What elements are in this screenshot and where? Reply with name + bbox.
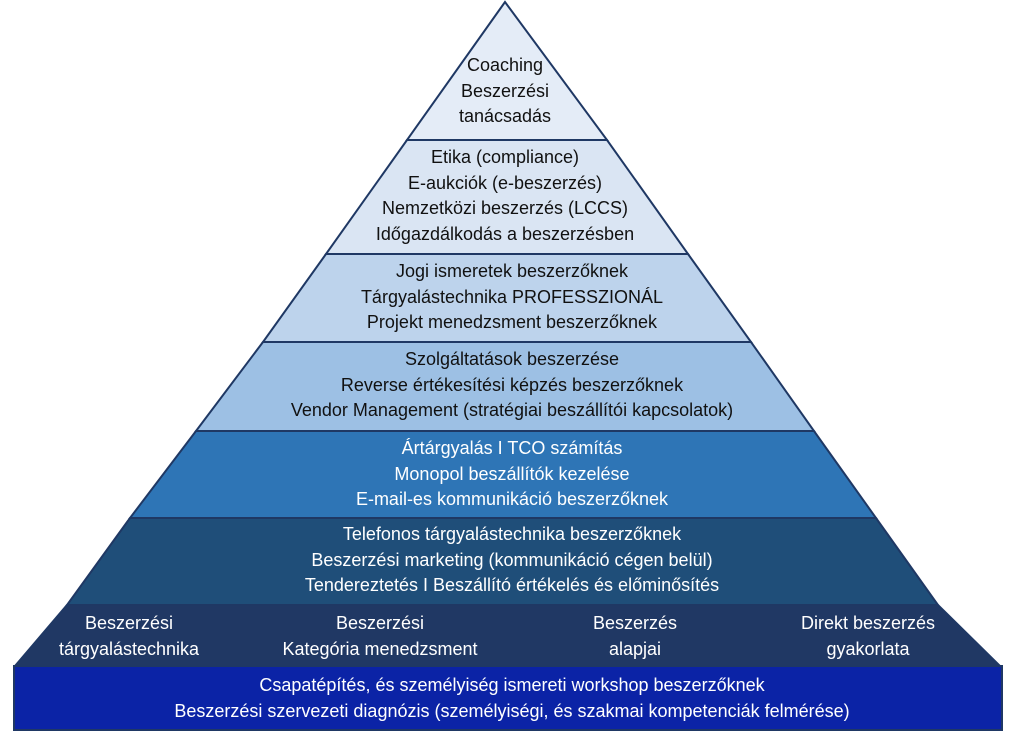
level-6-line-1: Telefonos tárgyalástechnika beszerzőknek	[342, 524, 682, 544]
level-7-column-1: Beszerzési tárgyalástechnika	[29, 610, 229, 662]
level-7-column-4-line-1: Direkt beszerzés	[800, 613, 936, 633]
level-1-line-1: Coaching	[466, 55, 544, 75]
level-3-line-1: Jogi ismeretek beszerzőknek	[395, 261, 629, 281]
level-5-line-2: Monopol beszállítók kezelése	[394, 463, 630, 484]
level-7-column-4-line-2: gyakorlata	[826, 639, 910, 659]
level-7-column-1-line-1: Beszerzési	[84, 613, 174, 633]
base-line-1: Csapatépítés, és személyiség ismereti wo…	[259, 675, 765, 695]
level-4-text: Szolgáltatások beszerzése Reverse értéke…	[212, 347, 812, 424]
level-2-line-2: E-aukciók (e-beszerzés)	[407, 172, 603, 193]
level-7-column-1-line-2: tárgyalástechnika	[58, 639, 200, 659]
level-1-text: Coaching Beszerzési tanácsadás	[405, 53, 605, 130]
level-7-column-2: Beszerzési Kategória menedzsment	[250, 610, 510, 662]
level-5-line-3: E-mail-es kommunikáció beszerzőknek	[355, 489, 669, 509]
level-2-text: Etika (compliance) E-aukciók (e-beszerzé…	[305, 145, 705, 247]
level-7-column-2-line-2: Kategória menedzsment	[282, 639, 478, 659]
pyramid-base-shape	[13, 665, 1003, 731]
level-1-line-2: Beszerzési	[460, 80, 550, 101]
level-3-line-2: Tárgyalástechnika PROFESSZIONÁL	[360, 286, 664, 307]
base-text: Csapatépítés, és személyiség ismereti wo…	[62, 673, 962, 724]
level-3-line-3: Projekt menedzsment beszerzőknek	[366, 312, 658, 332]
level-2-line-1: Etika (compliance)	[430, 147, 580, 167]
level-1-line-3: tanácsadás	[458, 106, 552, 126]
level-5-text: Ártárgyalás I TCO számítás Monopol beszá…	[262, 436, 762, 513]
level-4-line-2: Reverse értékesítési képzés beszerzőknek	[340, 374, 684, 395]
level-7-column-2-line-1: Beszerzési	[335, 613, 425, 633]
level-7-column-3: Beszerzés alapjai	[560, 610, 710, 662]
level-4-line-3: Vendor Management (stratégiai beszállító…	[290, 400, 734, 420]
level-6-line-3: Tendereztetés I Beszállító értékelés és …	[304, 575, 720, 595]
level-3-text: Jogi ismeretek beszerzőknek Tárgyalástec…	[262, 259, 762, 336]
level-7-column-3-line-1: Beszerzés	[592, 613, 678, 633]
level-5-line-1: Ártárgyalás I TCO számítás	[401, 438, 623, 458]
level-2-line-3: Nemzetközi beszerzés (LCCS)	[381, 198, 629, 218]
base-line-2: Beszerzési szervezeti diagnózis (személy…	[174, 700, 850, 721]
level-4-line-1: Szolgáltatások beszerzése	[404, 349, 620, 369]
level-6-text: Telefonos tárgyalástechnika beszerzőknek…	[212, 522, 812, 599]
level-6-line-2: Beszerzési marketing (kommunikáció cégen…	[311, 549, 713, 570]
level-2-line-4: Időgazdálkodás a beszerzésben	[375, 223, 635, 244]
level-7-column-3-line-2: alapjai	[608, 639, 662, 659]
level-7-column-4: Direkt beszerzés gyakorlata	[778, 610, 958, 662]
